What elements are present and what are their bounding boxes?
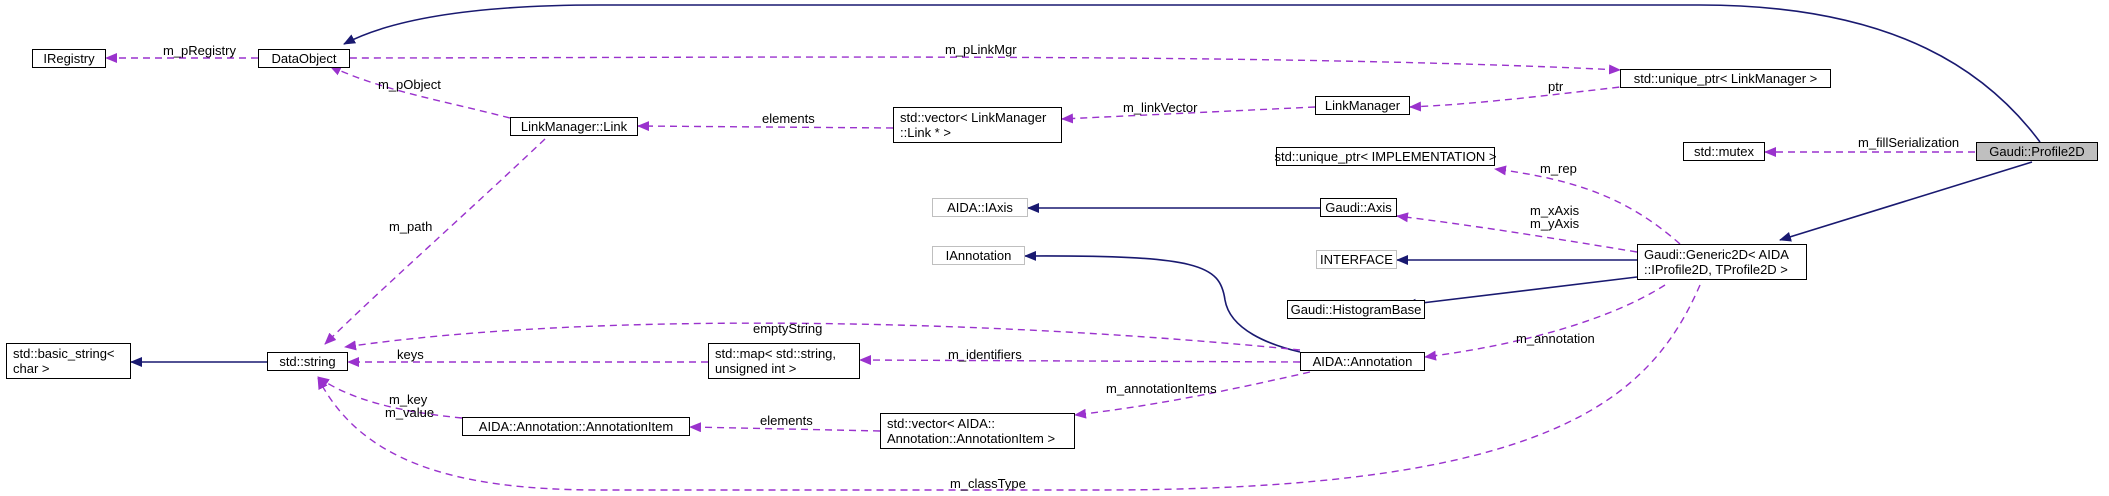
node-iannotation-label: IAnnotation [945,248,1012,263]
node-vector-item-line1: std::vector< AIDA:: [887,416,996,431]
node-std-string[interactable]: std::string [267,352,348,371]
node-aida-annotation-label: AIDA::Annotation [1312,354,1413,369]
edge-linkmanager-to-vector [1061,106,1316,124]
edge-annotation-to-vectoritem [1074,371,1311,419]
node-uniqueptr-linkmanager-label: std::unique_ptr< LinkManager > [1633,71,1818,86]
edge-profile2d-to-dataobject [343,4,2041,143]
label-m-plinkmgr: m_pLinkMgr [945,42,1017,57]
edge-dataobject-to-uniqueptr-linkmgr [349,56,1621,75]
label-m-key: m_key [389,392,428,407]
label-m-annotationitems: m_annotationItems [1106,381,1217,396]
edge-annotation-to-string-emptystring [344,322,1301,351]
edge-link-to-dataobject [329,65,511,119]
node-iregistry[interactable]: IRegistry [32,49,106,68]
node-iannotation[interactable]: IAnnotation [932,246,1025,265]
label-keys: keys [397,347,424,362]
label-m-pregistry: m_pRegistry [163,43,236,58]
node-linkmanager-label: LinkManager [1324,98,1401,113]
label-emptystring: emptyString [753,321,823,336]
node-profile2d[interactable]: Gaudi::Profile2D [1976,142,2098,161]
node-dataobject-label: DataObject [271,51,337,66]
node-std-string-label: std::string [279,354,336,369]
node-generic2d[interactable]: Gaudi::Generic2D< AIDA ::IProfile2D, TPr… [1637,244,1807,280]
node-iregistry-label: IRegistry [43,51,95,66]
label-elements-link: elements [762,111,815,126]
node-vector-item-line2: Annotation::AnnotationItem > [887,431,1056,446]
node-vector-item[interactable]: std::vector< AIDA:: Annotation::Annotati… [880,413,1075,449]
node-vector-link[interactable]: std::vector< LinkManager ::Link * > [893,107,1062,143]
node-map-line1: std::map< std::string, [715,346,837,361]
edge-uniqueptr-to-linkmanager [1409,82,1656,112]
node-map-line2: unsigned int > [715,361,797,376]
node-histogrambase-label: Gaudi::HistogramBase [1290,302,1422,317]
edge-generic2d-to-annotation [1424,284,1666,361]
node-aida-annotation[interactable]: AIDA::Annotation [1300,352,1425,371]
node-basic-string[interactable]: std::basic_string< char > [6,343,131,379]
node-annotation-item-label: AIDA::Annotation::AnnotationItem [478,419,674,434]
edge-annotation-to-map [859,355,1301,366]
label-m-linkvector: m_linkVector [1123,100,1198,115]
edge-link-to-string [324,138,546,345]
edge-profile2d-to-generic2d [1779,161,2033,242]
node-profile2d-label: Gaudi::Profile2D [1989,144,2085,159]
node-basic-string-line2: char > [13,361,50,376]
node-gaudi-axis[interactable]: Gaudi::Axis [1320,198,1397,217]
label-elements-item: elements [760,413,813,428]
node-interface-label: INTERFACE [1320,252,1393,267]
node-map[interactable]: std::map< std::string, unsigned int > [708,343,860,379]
node-gaudi-axis-label: Gaudi::Axis [1325,200,1392,215]
label-m-identifiers: m_identifiers [948,347,1022,362]
node-aida-iaxis-label: AIDA::IAxis [947,200,1013,215]
node-linkmanager-link[interactable]: LinkManager::Link [510,117,638,136]
node-uniqueptr-linkmanager[interactable]: std::unique_ptr< LinkManager > [1620,69,1831,88]
label-m-fillserialization: m_fillSerialization [1858,135,1960,150]
label-m-yaxis: m_yAxis [1530,216,1580,231]
node-aida-iaxis[interactable]: AIDA::IAxis [932,198,1028,217]
node-histogrambase[interactable]: Gaudi::HistogramBase [1287,300,1425,319]
node-uniqueptr-impl[interactable]: std::unique_ptr< IMPLEMENTATION > [1274,147,1497,166]
edge-generic2d-to-histogrambase [1404,276,1638,309]
label-m-path: m_path [389,219,433,234]
node-linkmanager[interactable]: LinkManager [1315,96,1410,115]
node-vector-link-line1: std::vector< LinkManager [900,110,1047,125]
label-m-annotation: m_annotation [1516,331,1595,346]
edge-vector-to-link [637,121,894,132]
node-dataobject[interactable]: DataObject [258,49,350,68]
node-generic2d-line1: Gaudi::Generic2D< AIDA [1644,247,1789,262]
edge-generic2d-to-uniqueptr-impl [1494,165,1681,245]
label-m-rep: m_rep [1540,161,1577,176]
edge-annotationitem-to-string [317,376,463,419]
edge-generic2d-to-string-classtype [317,284,1701,491]
node-uniqueptr-impl-label: std::unique_ptr< IMPLEMENTATION > [1274,149,1497,164]
label-ptr: ptr [1548,79,1564,94]
node-basic-string-line1: std::basic_string< [13,346,115,361]
edge-annotation-to-iannotation [1024,250,1301,353]
node-vector-link-line2: ::Link * > [900,125,951,140]
edge-vectoritem-to-annotationitem [689,422,881,433]
label-m-xaxis: m_xAxis [1530,203,1580,218]
node-annotation-item[interactable]: AIDA::Annotation::AnnotationItem [462,417,690,436]
label-m-pobject: m_pObject [378,77,441,92]
edge-generic2d-to-gaudiaxis [1396,212,1638,253]
node-generic2d-line2: ::IProfile2D, TProfile2D > [1644,262,1788,277]
label-m-value: m_value [385,405,435,420]
node-interface[interactable]: INTERFACE [1316,250,1397,269]
node-linkmanager-link-label: LinkManager::Link [520,119,628,134]
node-std-mutex[interactable]: std::mutex [1683,142,1765,161]
node-std-mutex-label: std::mutex [1694,144,1754,159]
label-m-classtype: m_classType [950,476,1026,491]
